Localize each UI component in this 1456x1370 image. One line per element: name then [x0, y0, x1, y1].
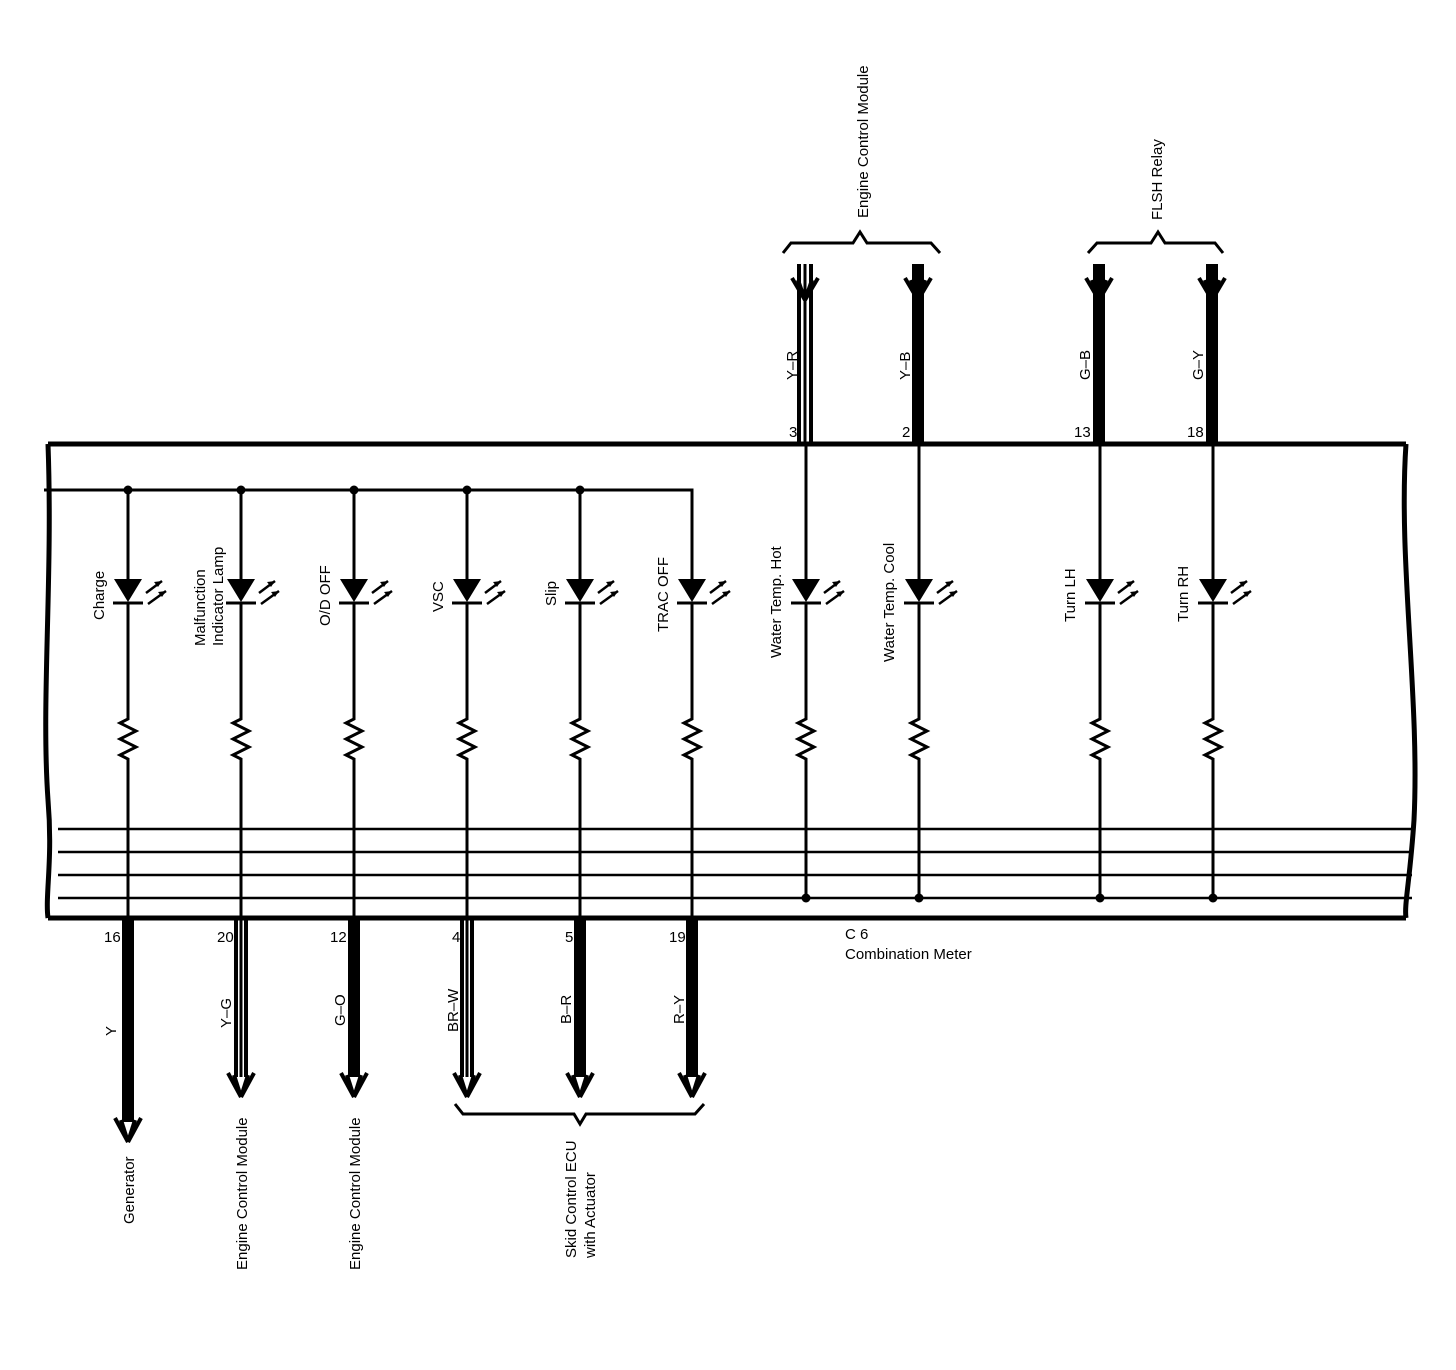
resistor-icon	[796, 713, 816, 765]
lamp-circuit-od-off: O/D OFF	[317, 490, 394, 918]
bottom-wire-r-y: 19 R–Y	[669, 918, 707, 1099]
pin-number-12: 12	[330, 929, 347, 946]
lamp-label-trac-off: TRAC OFF	[655, 557, 672, 632]
led-lamp-icon	[224, 577, 281, 606]
bracket-engine-control-module	[781, 229, 942, 255]
resistor-icon	[570, 713, 590, 765]
pin-number-16: 16	[104, 929, 121, 946]
lamp-circuit-water-temp-hot: Water Temp. Hot	[768, 444, 846, 903]
led-lamp-icon	[902, 577, 959, 606]
resistor-icon	[682, 713, 702, 765]
bottom-lamp-circuits: Charge Malfunction Indicator Lamp O/D OF…	[91, 490, 732, 918]
bracket-skid-control-ecu	[453, 1102, 706, 1127]
pin-number-19: 19	[669, 929, 686, 946]
resistor-icon	[118, 713, 138, 765]
wire-color-g-y: G–Y	[1190, 350, 1207, 380]
resistor-icon	[1090, 713, 1110, 765]
resistor-icon	[1203, 713, 1223, 765]
destination-skid-control-ecu-1: Skid Control ECU	[563, 1140, 580, 1258]
bottom-wire-y-g: 20 Y–G	[217, 918, 256, 1099]
resistor-icon	[344, 713, 364, 765]
meter-frame	[43, 441, 1418, 921]
led-lamp-icon	[450, 577, 507, 606]
lamp-label-water-temp-hot: Water Temp. Hot	[768, 545, 785, 658]
resistor-icon	[231, 713, 251, 765]
top-lamp-circuits: Water Temp. Hot Water Temp. Cool Turn LH	[768, 444, 1253, 903]
power-bus	[44, 485, 694, 580]
wire-color-y: Y	[103, 1026, 120, 1036]
led-lamp-icon	[111, 577, 168, 606]
wire-color-g-o: G–O	[332, 994, 349, 1026]
bottom-wire-g-o: 12 G–O	[330, 918, 369, 1099]
lamp-label-charge: Charge	[91, 571, 108, 620]
ground-bus-lines	[58, 827, 1412, 900]
lamp-circuit-turn-rh: Turn RH	[1175, 444, 1253, 903]
meter-name: Combination Meter	[845, 946, 972, 963]
led-lamp-icon	[789, 577, 846, 606]
lamp-circuit-water-temp-cool: Water Temp. Cool	[881, 444, 959, 903]
wire-color-r-y: R–Y	[671, 995, 688, 1024]
top-wire-y-r: Y–R 3	[784, 264, 820, 444]
pin-number-4: 4	[452, 929, 460, 946]
meter-identifier: C 6 Combination Meter	[845, 926, 972, 963]
bottom-harness: 16 Y 20 Y–G 12 G–O 4 BR–W 5	[103, 918, 707, 1144]
wire-color-y-b: Y–B	[897, 352, 914, 380]
lamp-label-malfunction-1: Malfunction	[192, 569, 209, 646]
top-module-brackets: Engine Control Module FLSH Relay	[781, 65, 1225, 255]
top-wire-y-b: Y–B 2	[897, 264, 933, 444]
lamp-circuit-charge: Charge	[91, 490, 168, 918]
top-wire-g-y: G–Y 18	[1187, 264, 1227, 444]
pin-number-18: 18	[1187, 424, 1204, 441]
bottom-wire-b-r: 5 B–R	[558, 918, 595, 1099]
wire-color-g-b: G–B	[1077, 350, 1094, 380]
led-lamp-icon	[1083, 577, 1140, 606]
destination-engine-control-module-2: Engine Control Module	[347, 1117, 364, 1270]
lamp-circuit-turn-lh: Turn LH	[1062, 444, 1140, 903]
lamp-label-water-temp-cool: Water Temp. Cool	[881, 543, 898, 662]
lamp-circuit-slip: Slip	[543, 490, 620, 918]
bottom-destinations: Generator Engine Control Module Engine C…	[121, 1102, 706, 1270]
lamp-circuit-vsc: VSC	[430, 490, 507, 918]
led-lamp-icon	[675, 577, 732, 606]
pin-number-13: 13	[1074, 424, 1091, 441]
lamp-label-vsc: VSC	[430, 581, 447, 612]
wire-color-y-g: Y–G	[218, 998, 235, 1028]
pin-number-3: 3	[789, 424, 797, 441]
lamp-circuit-trac-off: TRAC OFF	[655, 557, 732, 918]
top-wire-g-b: G–B 13	[1074, 264, 1114, 444]
resistor-icon	[457, 713, 477, 765]
bracket-flsh-relay	[1086, 229, 1225, 255]
module-label-flsh-relay: FLSH Relay	[1149, 139, 1166, 220]
lamp-label-turn-lh: Turn LH	[1062, 568, 1079, 622]
resistor-icon	[909, 713, 929, 765]
wire-color-br-w: BR–W	[445, 988, 462, 1032]
bottom-wire-br-w: 4 BR–W	[445, 918, 482, 1099]
pin-number-2: 2	[902, 424, 910, 441]
destination-engine-control-module-1: Engine Control Module	[234, 1117, 251, 1270]
destination-skid-control-ecu-2: with Actuator	[582, 1172, 599, 1259]
led-lamp-icon	[563, 577, 620, 606]
meter-code: C 6	[845, 926, 868, 943]
pin-number-20: 20	[217, 929, 234, 946]
lamp-label-od-off: O/D OFF	[317, 565, 334, 626]
lamp-label-slip: Slip	[543, 581, 560, 606]
led-lamp-icon	[1196, 577, 1253, 606]
wire-color-y-r: Y–R	[784, 351, 801, 380]
lamp-label-turn-rh: Turn RH	[1175, 566, 1192, 622]
lamp-label-malfunction-2: Indicator Lamp	[210, 547, 227, 646]
pin-number-5: 5	[565, 929, 573, 946]
lamp-circuit-malfunction: Malfunction Indicator Lamp	[192, 490, 281, 918]
wire-color-b-r: B–R	[558, 995, 575, 1024]
destination-generator: Generator	[121, 1156, 138, 1224]
module-label-engine-control-module: Engine Control Module	[855, 65, 872, 218]
top-harness: Y–R 3 Y–B 2 G–B 13 G–Y 18	[784, 264, 1227, 444]
led-lamp-icon	[337, 577, 394, 606]
bottom-wire-y: 16 Y	[103, 918, 143, 1144]
